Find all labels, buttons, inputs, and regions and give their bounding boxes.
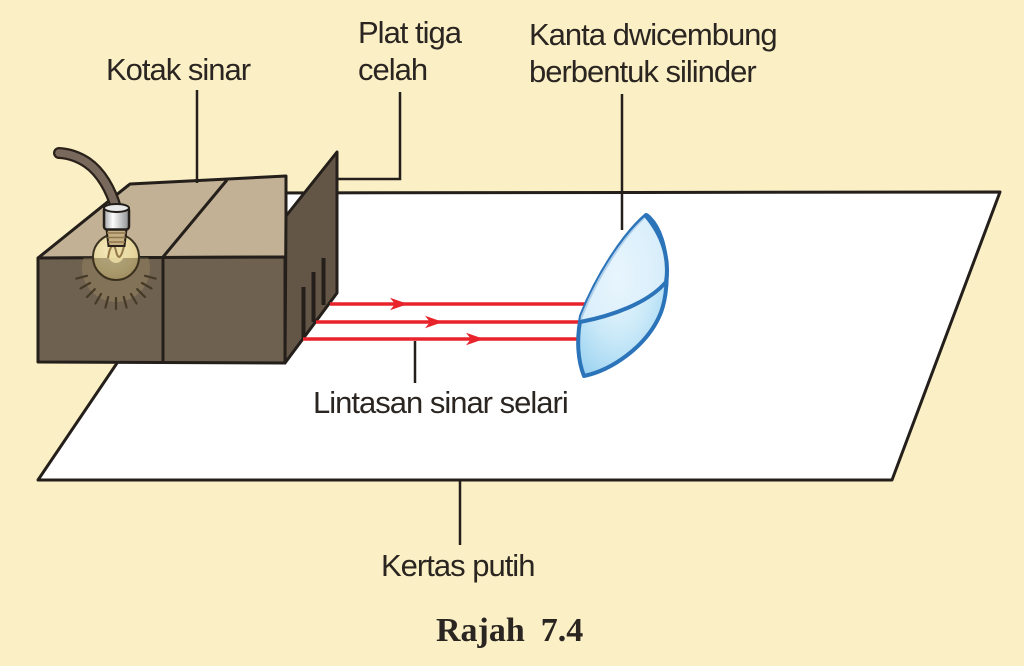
power-cable: [55, 149, 120, 212]
label-lens-line2: berbentuk silinder: [529, 54, 757, 89]
figure-caption-number: 7.4: [540, 612, 584, 649]
leader-lines: [195, 90, 624, 545]
lens-edge-curve: [578, 214, 669, 324]
light-bulb: [53, 147, 157, 311]
ray-arrowhead-2: [425, 315, 443, 329]
label-parallel-rays: Lintasan sinar selari: [313, 385, 569, 420]
figure-caption: Rajah 7.4: [436, 612, 583, 650]
bulb-filament: [107, 244, 125, 259]
bulb-holder-cap-top: [103, 203, 130, 213]
ray-box-top-face: [36, 174, 288, 260]
leader-slit-plate: [338, 92, 402, 181]
slit-plate-face: [283, 150, 339, 365]
label-slit-plate-line2: celah: [358, 52, 428, 87]
slit-3: [301, 287, 306, 339]
label-white-paper: Kertas putih: [381, 548, 535, 583]
label-slit-plate-line1: Plat tiga: [358, 15, 462, 50]
figure-caption-title: Rajah: [436, 612, 525, 649]
ray-arrowhead-1: [390, 297, 408, 311]
ray-arrowhead-3: [466, 332, 484, 346]
ray-box: [36, 174, 288, 365]
label-lens-line1: Kanta dwicembung: [529, 17, 778, 52]
lens-top-face: [580, 216, 668, 322]
bulb-glass-shadow: [93, 258, 139, 280]
slit-2: [311, 272, 316, 322]
cylindrical-lens: [576, 213, 669, 378]
ray-box-top-seam: [161, 179, 229, 258]
slit-plate: [283, 150, 339, 365]
label-slit-plate: Plat tiga celah: [358, 14, 462, 88]
bulb-screw-threads: [107, 232, 126, 243]
bulb-glow-rays: [75, 274, 157, 311]
slit-1: [321, 258, 326, 305]
parallel-light-rays: [303, 297, 586, 346]
label-ray-box: Kotak sinar: [106, 52, 251, 87]
label-lens: Kanta dwicembung berbentuk silinder: [529, 16, 778, 90]
